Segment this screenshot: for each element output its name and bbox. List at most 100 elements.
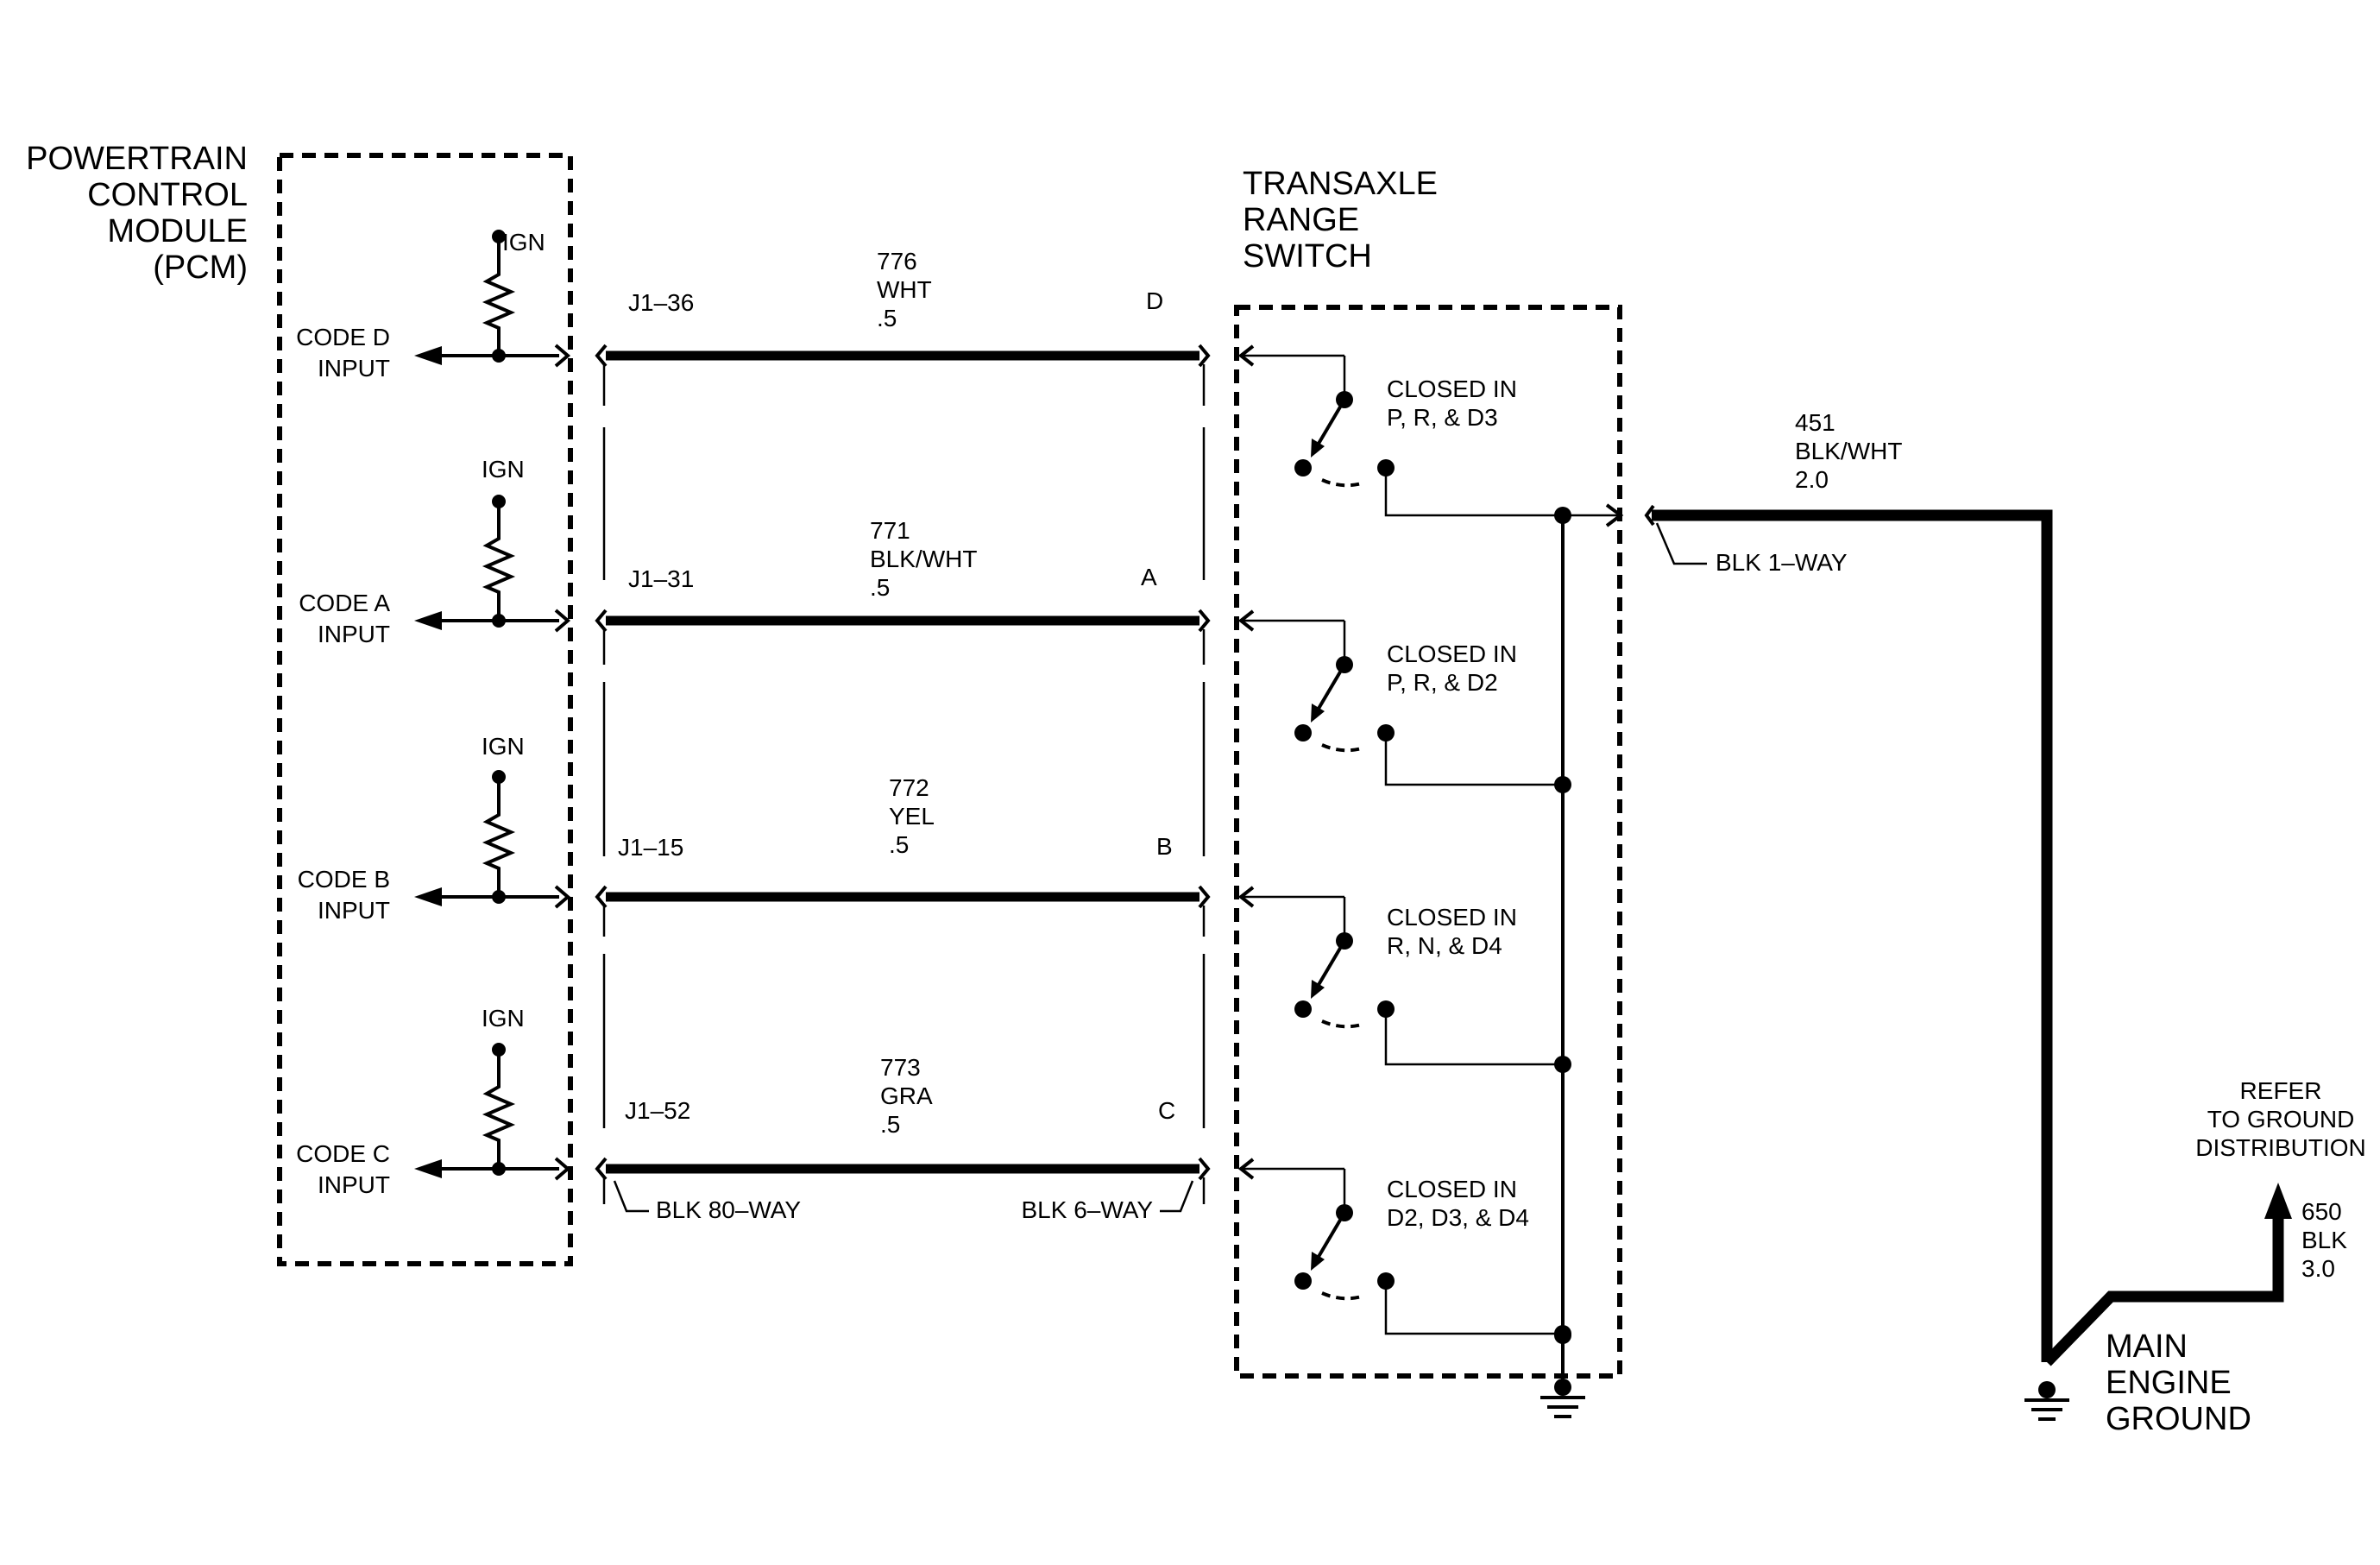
wire-451: [1652, 509, 2053, 1362]
connector-housing-lines: [602, 364, 1206, 1204]
input-arrow: [414, 887, 442, 906]
wire-end-left: [595, 1157, 608, 1181]
contact-blade-arrow: [1311, 439, 1325, 458]
pcm-title-line-1: POWERTRAIN: [26, 141, 248, 177]
switch-pin-chevron: [1237, 886, 1255, 908]
pcm-pin-chevron: [554, 609, 571, 633]
input-arrow: [414, 1159, 442, 1178]
wire-end-left: [595, 344, 608, 368]
wire-end-right: [1198, 344, 1211, 368]
pcm-boundary: [277, 153, 573, 1266]
contact-blade-arrow: [1311, 704, 1325, 723]
refer-line-3: DISTRIBUTION: [2195, 1134, 2366, 1161]
contact-left: [1294, 724, 1312, 741]
contact-note-line-2: R, N, & D4: [1387, 932, 1502, 959]
pcm-pin-label: J1–36: [628, 289, 694, 316]
switch-pin-label: B: [1156, 833, 1173, 860]
input-arrow: [414, 346, 442, 365]
bus-junction: [1554, 776, 1571, 793]
bus-to-connector-arrow: [1605, 503, 1624, 527]
code-d-label-line-2: INPUT: [318, 355, 390, 382]
contact-to-bus: [1384, 468, 1563, 517]
pullup-resistor: [482, 535, 516, 621]
pcm-pin-chevron: [554, 1157, 571, 1181]
pcm-pin-label: J1–15: [618, 834, 683, 861]
bus-junction: [1554, 1056, 1571, 1073]
wire-end-right: [1198, 1157, 1211, 1181]
input-arrow: [414, 611, 442, 630]
blk-80-way-label: BLK 80–WAY: [656, 1196, 801, 1223]
wire-end-right: [1198, 885, 1211, 909]
blk-6-way-connector: BLK 6–WAY: [1021, 1180, 1194, 1223]
main-ground-node: [2038, 1381, 2056, 1398]
pcm-pin-label: J1–31: [628, 565, 694, 592]
contact-blade-arrow: [1311, 1252, 1325, 1271]
ign-label: IGN: [482, 733, 525, 760]
ign-label: IGN: [482, 1005, 525, 1032]
circuit-number: 771: [870, 517, 910, 544]
ground-node: [1554, 1379, 1571, 1396]
contact-to-bus: [1384, 1281, 1563, 1335]
switch-title-line-1: TRANSAXLE: [1243, 166, 1438, 202]
circuit-row-c: IGN CODE C INPUT J1–52 773 GRA .5 C CLOS…: [296, 1005, 1571, 1342]
ign-node: [492, 770, 506, 784]
wire-gauge: .5: [889, 831, 909, 858]
pcm-pin-chevron: [554, 344, 571, 368]
wire-650-circuit: 650: [2301, 1198, 2342, 1225]
contact-note-line-1: CLOSED IN: [1387, 1176, 1517, 1202]
ign-node: [492, 1043, 506, 1057]
blk-80-way-connector: BLK 80–WAY: [613, 1180, 801, 1223]
contact-mechanical-link: [1321, 1019, 1363, 1029]
ground-wire-451: BLK 1–WAY 451 BLK/WHT 2.0: [1563, 409, 2053, 1362]
pcm-block: POWERTRAIN CONTROL MODULE (PCM): [26, 141, 573, 1266]
wire-color: GRA: [880, 1082, 933, 1109]
contact-left: [1294, 1272, 1312, 1290]
main-ground-title-line-3: GROUND: [2106, 1401, 2251, 1437]
contact-note-line-2: P, R, & D3: [1387, 404, 1498, 431]
contact-mechanical-link: [1321, 1291, 1363, 1301]
contact-note-line-2: D2, D3, & D4: [1387, 1204, 1529, 1231]
contact-left: [1294, 1000, 1312, 1018]
pcm-title-line-4: (PCM): [153, 249, 248, 286]
switch-pin-chevron: [1237, 344, 1255, 367]
switch-ground-symbol: [1540, 1327, 1585, 1418]
wire-650-gauge: 3.0: [2301, 1255, 2335, 1282]
pcm-pin-chevron: [554, 885, 571, 909]
contact-note-line-2: P, R, & D2: [1387, 669, 1498, 696]
switch-pin-label: D: [1146, 287, 1163, 314]
wire-650: [2043, 1219, 2284, 1366]
code-d-label-line-1: CODE D: [296, 324, 390, 350]
wire-end-left: [595, 609, 608, 633]
blk-1-way-leader: [1655, 522, 1707, 565]
circuit-number: 776: [877, 248, 917, 275]
pullup-resistor: [482, 811, 516, 897]
contact-left: [1294, 459, 1312, 476]
wire-451-circuit: 451: [1795, 409, 1835, 436]
contact-mechanical-link: [1321, 478, 1363, 488]
ign-label: IGN: [482, 456, 525, 483]
switch-pin-label: A: [1141, 564, 1157, 590]
switch-title-line-3: SWITCH: [1243, 238, 1372, 275]
pullup-resistor: [482, 1083, 516, 1169]
code-b-label-line-1: CODE B: [298, 866, 390, 893]
ground-wire-650: 650 BLK 3.0 REFER TO GROUND DISTRIBUTION: [2043, 1077, 2366, 1366]
blk-6-way-label: BLK 6–WAY: [1021, 1196, 1153, 1223]
contact-blade-arrow: [1311, 980, 1325, 999]
bus-bottom-junction: [1554, 1327, 1571, 1344]
switch-pin-chevron: [1237, 609, 1255, 632]
main-engine-ground: MAIN ENGINE GROUND: [2024, 1328, 2251, 1437]
wire-gauge: .5: [880, 1111, 900, 1138]
blk-1-way-label: BLK 1–WAY: [1716, 549, 1848, 576]
wire-color: YEL: [889, 803, 935, 830]
contact-note-line-1: CLOSED IN: [1387, 375, 1517, 402]
code-a-label-line-1: CODE A: [299, 590, 390, 616]
contact-to-bus: [1384, 1009, 1563, 1066]
circuit-number: 773: [880, 1054, 921, 1081]
wire-451-color: BLK/WHT: [1795, 438, 1902, 464]
circuit-row-b: IGN CODE B INPUT J1–15 772 YEL .5 B CLOS…: [298, 733, 1571, 1073]
wire-color: WHT: [877, 276, 932, 303]
code-c-label-line-2: INPUT: [318, 1171, 390, 1198]
transaxle-range-switch-block: TRANSAXLE RANGE SWITCH: [1234, 166, 1622, 1379]
wire-color: BLK/WHT: [870, 546, 977, 572]
wire-650-arrow: [2264, 1183, 2292, 1219]
